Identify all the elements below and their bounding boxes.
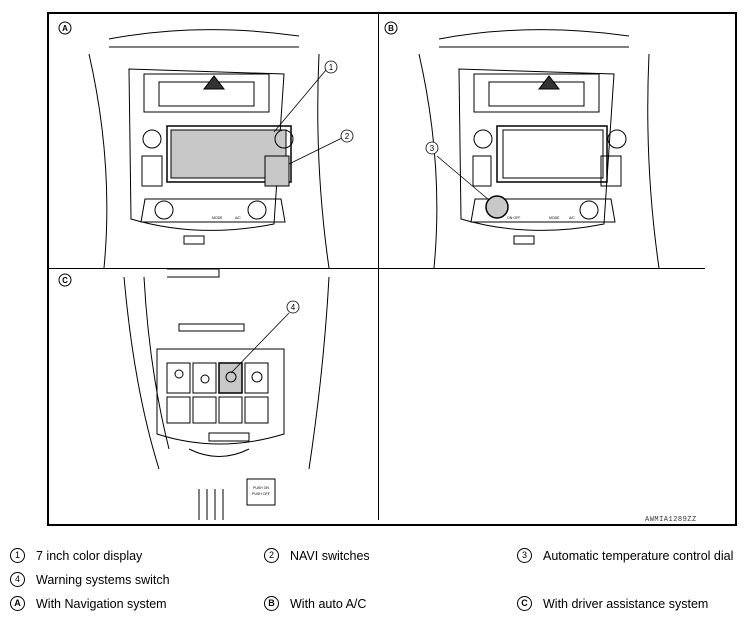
push-off-label: PUSH OFF	[252, 492, 270, 496]
legend-item-a: A With Navigation system	[10, 596, 167, 611]
legend-text: NAVI switches	[290, 548, 370, 563]
panel-divider-horizontal	[49, 268, 705, 269]
panel-a-badge: A	[62, 24, 68, 33]
mode-switch-label-b: MODE	[549, 216, 560, 220]
legend-text: Automatic temperature control dial	[543, 548, 734, 563]
legend-mark: 3	[517, 548, 532, 563]
callout-3: 3	[430, 144, 435, 153]
legend-item-c: C With driver assistance system	[517, 596, 708, 611]
legend-mark: 2	[264, 548, 279, 563]
callout-4: 4	[291, 303, 296, 312]
callout-1: 1	[329, 63, 334, 72]
legend-text: With Navigation system	[36, 596, 167, 611]
legend-mark: B	[264, 596, 279, 611]
legend-mark: C	[517, 596, 532, 611]
panel-b-illustration: ON·OFF MODE A/C B 3	[384, 21, 660, 269]
mode-switch-label: MODE	[212, 216, 223, 220]
legend-text: 7 inch color display	[36, 548, 143, 563]
legend-mark: A	[10, 596, 25, 611]
callout-2: 2	[345, 132, 350, 141]
push-on-label: PUSH ON	[253, 486, 269, 490]
figure-code: AWMIA1289ZZ	[645, 516, 697, 524]
onoff-switch-label: ON·OFF	[507, 216, 520, 220]
legend-item-3: 3 Automatic temperature control dial	[517, 548, 733, 563]
legend-item-1: 1 7 inch color display	[10, 548, 142, 563]
panel-b-badge: B	[388, 24, 394, 33]
legend-item-4: 4 Warning systems switch	[10, 572, 170, 587]
panel-c-badge: C	[62, 276, 68, 285]
ac-switch-label: A/C	[235, 216, 241, 220]
legend-item-2: 2 NAVI switches	[264, 548, 370, 563]
figure-frame	[47, 12, 737, 526]
panel-c-illustration: PUSH ON PUSH OFF C 4	[58, 268, 330, 520]
legend-mark: 1	[10, 548, 25, 563]
ac-switch-label-b: A/C	[569, 216, 575, 220]
legend-text: Warning systems switch	[36, 572, 170, 587]
panel-divider-vertical	[378, 12, 379, 520]
legend-text: With auto A/C	[290, 596, 367, 611]
legend-item-b: B With auto A/C	[264, 596, 366, 611]
panel-a-illustration: MODE A/C A 1 2	[58, 21, 354, 269]
legend-text: With driver assistance system	[543, 596, 709, 611]
legend-mark: 4	[10, 572, 25, 587]
